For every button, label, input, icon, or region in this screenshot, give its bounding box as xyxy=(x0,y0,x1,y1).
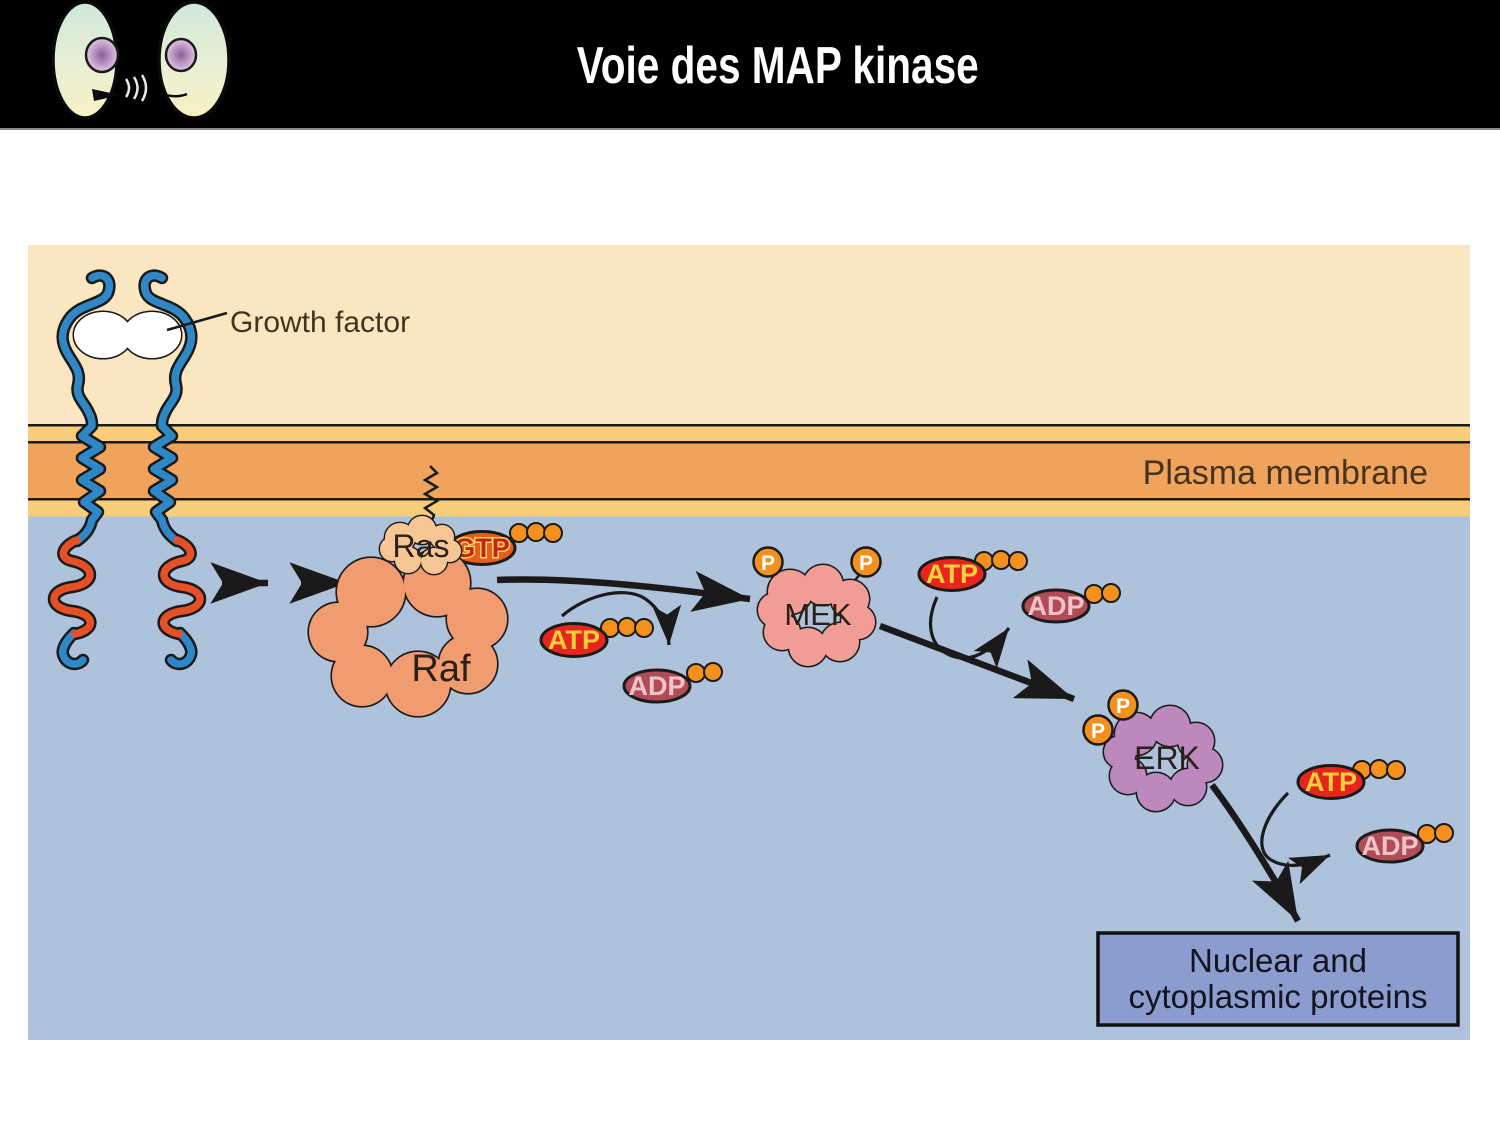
adp-badge-2: ADP xyxy=(1021,583,1121,624)
atp-badge-3: ATP xyxy=(1296,759,1406,800)
growth-factor-pointer-line xyxy=(166,311,228,332)
phosphate-p-label: P xyxy=(761,552,775,575)
gtp-label: GTP xyxy=(454,533,510,563)
growth-factor-label: Growth factor xyxy=(230,306,410,339)
plasma-membrane-band xyxy=(28,443,1470,498)
membrane-inner-leaflet xyxy=(28,500,1470,517)
target-proteins-box: Nuclear and cytoplasmic proteins xyxy=(1096,931,1460,1027)
phosphate-icon xyxy=(1434,823,1454,843)
mek-protein-blob: MEK P P xyxy=(752,546,882,668)
arrow-erk-to-targets xyxy=(1209,783,1301,923)
phosphate-p-label: P xyxy=(1091,720,1105,743)
phosphate-icon xyxy=(617,617,637,637)
atp-to-adp-arrow-2 xyxy=(929,596,1011,669)
ras-protein-blob: Ras xyxy=(378,514,463,576)
ras-lipid-anchor xyxy=(422,465,440,524)
adp-label: ADP xyxy=(1027,591,1084,621)
phosphate-icon xyxy=(509,523,529,543)
membrane-line xyxy=(28,498,1470,501)
phosphate-icon xyxy=(703,662,723,682)
open-mouth-icon xyxy=(92,89,120,101)
phosphate-p-icon xyxy=(1082,714,1114,746)
slide-header-bar: Voie des MAP kinase xyxy=(0,0,1500,130)
target-box-line2: cytoplasmic proteins xyxy=(1129,978,1428,1015)
atp-to-adp-arrow-1 xyxy=(560,591,682,646)
atp-label: ATP xyxy=(1305,767,1357,797)
arrow-raf-to-mek xyxy=(496,570,751,612)
phosphate-p-label: P xyxy=(1116,695,1130,718)
mek-label: MEK xyxy=(784,597,852,632)
raf-protein-blob: Raf xyxy=(307,548,509,718)
erk-label: ERK xyxy=(1134,740,1200,776)
target-box-line1: Nuclear and xyxy=(1189,942,1367,979)
adp-label: ADP xyxy=(1361,831,1418,861)
sound-waves-icon xyxy=(124,74,148,102)
phosphate-p-icon xyxy=(752,546,784,578)
map-kinase-pathway-diagram: Plasma membrane Growth factor GTP Raf xyxy=(28,245,1470,1040)
membrane-line xyxy=(28,441,1470,444)
ras-label: Ras xyxy=(393,528,450,564)
cell-nucleus-icon xyxy=(164,37,198,73)
phosphate-icon xyxy=(991,550,1011,570)
phosphate-icon xyxy=(1101,583,1121,603)
atp-label: ATP xyxy=(548,625,600,655)
phosphate-icon xyxy=(1386,760,1406,780)
atp-badge-2: ATP xyxy=(917,550,1028,592)
mouth-line-icon xyxy=(159,91,188,98)
membrane-line xyxy=(28,424,1470,427)
phosphate-p-icon xyxy=(1107,689,1139,721)
slide-title-text: Voie des MAP kinase xyxy=(576,37,980,95)
raf-label: Raf xyxy=(411,648,471,690)
extracellular-region xyxy=(28,245,1470,425)
adp-badge-3: ADP xyxy=(1355,823,1454,864)
phosphate-p-label: P xyxy=(859,552,873,575)
plasma-membrane-label: Plasma membrane xyxy=(1143,454,1428,492)
phosphate-icon xyxy=(634,618,654,638)
phosphate-icon xyxy=(686,663,706,683)
phosphate-icon xyxy=(526,522,546,542)
atp-to-adp-arrow-3 xyxy=(1260,791,1331,885)
cell-nucleus-icon xyxy=(84,36,120,74)
phosphate-icon xyxy=(1369,759,1389,779)
membrane-outer-leaflet xyxy=(28,426,1470,441)
adp-label: ADP xyxy=(628,671,685,701)
slide-title: Voie des MAP kinase xyxy=(0,36,1500,96)
atp-badge-1: ATP xyxy=(539,617,654,658)
talking-cells-logo xyxy=(51,0,231,120)
adp-badge-1: ADP xyxy=(622,662,723,704)
phosphate-icon xyxy=(543,523,563,543)
phosphate-p-icon xyxy=(850,546,882,578)
erk-protein-blob: ERK P P xyxy=(1082,689,1224,813)
phosphate-icon xyxy=(1008,551,1028,571)
atp-label: ATP xyxy=(926,559,978,589)
arrow-mek-to-erk xyxy=(878,622,1076,703)
